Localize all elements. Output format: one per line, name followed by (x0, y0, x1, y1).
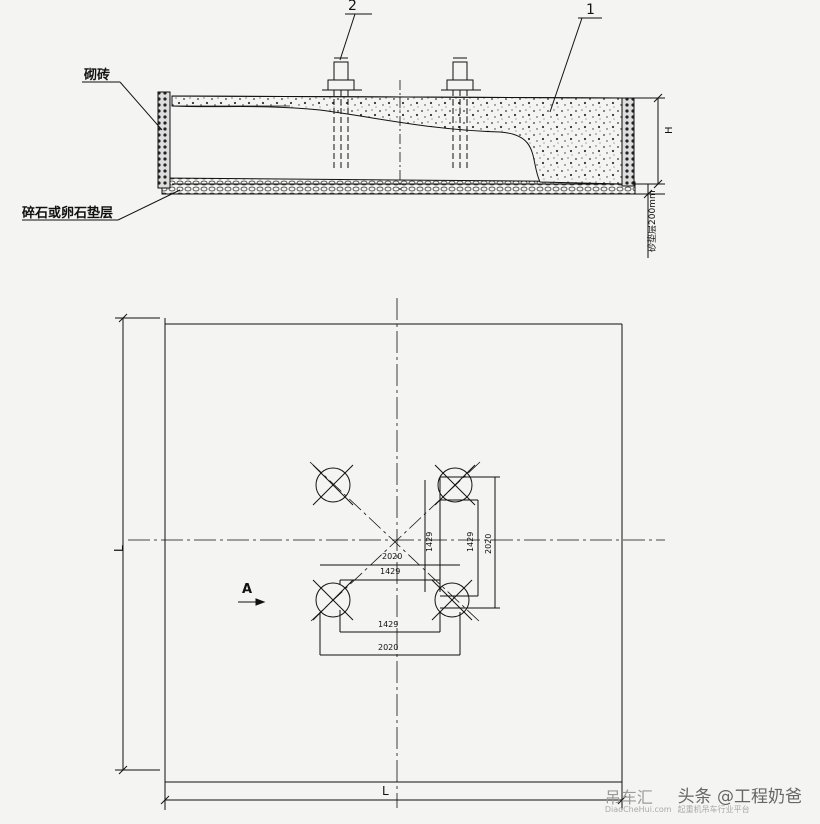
dim-l-bottom-label: L (382, 784, 389, 798)
gravel-label: 碎石或卵石垫层 (22, 206, 114, 221)
section-view (22, 13, 665, 258)
anchor-bolt-right (441, 57, 481, 170)
dim-h-label: H (664, 126, 675, 134)
watermark-handle: 头条 @工程奶爸 (677, 787, 802, 807)
right-brick-wall (621, 97, 635, 187)
watermark-brand: 吊车汇 (604, 787, 653, 807)
brick-label: 砌砖 (84, 68, 111, 83)
dim-bottom-inner: 1429 (378, 620, 399, 629)
callout-2-leader (339, 13, 372, 61)
callout-2-label: 2 (348, 0, 357, 14)
watermark-brand-block: 吊车汇 DiaoCheHui.com (604, 787, 672, 814)
callout-1-leader (549, 17, 602, 113)
watermark: 吊车汇 DiaoCheHui.com 头条 @工程奶爸 起重机吊车行业平台 (605, 789, 802, 814)
bolt-circle-bottom-left (312, 579, 354, 621)
dim-top-outer: 2020 (382, 552, 403, 561)
watermark-brand-sub: DiaoCheHui.com (604, 804, 672, 814)
dim-vert-outer: 2020 (484, 533, 493, 554)
view-arrow-a (238, 598, 266, 606)
concrete-fill (171, 95, 623, 185)
watermark-handle-block: 头条 @工程奶爸 起重机吊车行业平台 (678, 789, 802, 814)
left-brick-wall (157, 91, 171, 189)
gravel-leader (22, 189, 181, 221)
watermark-tagline: 起重机吊车行业平台 (677, 805, 750, 814)
callout-1-label: 1 (586, 2, 595, 18)
dim-H (634, 93, 665, 189)
plan-view (115, 298, 665, 810)
bolt-circle-top-right (434, 464, 476, 506)
view-a-label: A (242, 582, 253, 597)
dim-vert-inner: 1429 (425, 531, 434, 552)
dim-vert-inner-2: 1429 (466, 531, 475, 552)
dim-bottom-outer: 2020 (378, 643, 399, 652)
bolt-circle-bottom-right (431, 579, 473, 621)
anchor-bolt-left (322, 57, 362, 170)
brick-leader (82, 81, 163, 131)
bolt-circle-top-left (312, 464, 354, 506)
dim-depth-label: 砂垫层200mm (648, 190, 658, 252)
dim-top-inner: 1429 (380, 567, 401, 576)
dim-l-left-label: L (112, 545, 126, 552)
dim-depth (634, 184, 665, 258)
